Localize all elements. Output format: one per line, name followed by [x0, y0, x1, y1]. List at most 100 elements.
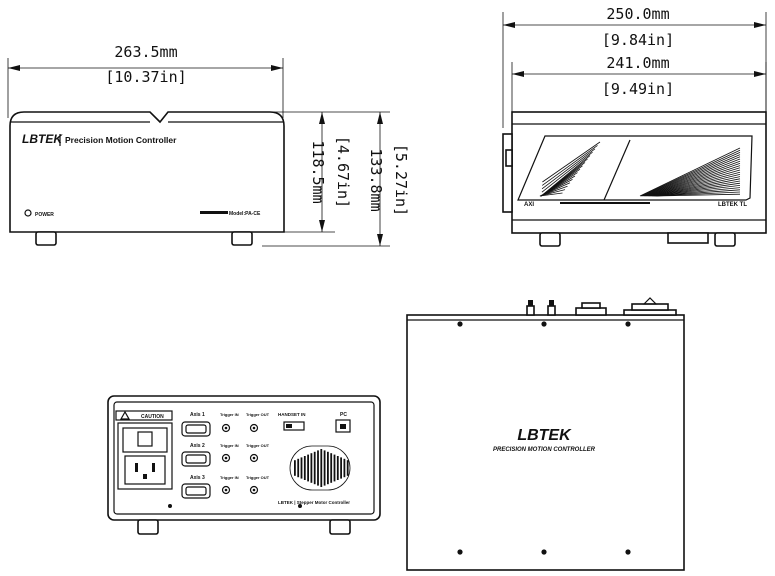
- trigger-out-3: Trigger OUT: [246, 475, 270, 480]
- trigger-out-2: Trigger OUT: [246, 443, 270, 448]
- trigger-jacks: [221, 423, 259, 495]
- vent-slot: [540, 185, 568, 197]
- vent-slot: [640, 149, 741, 197]
- screw: [457, 549, 463, 555]
- vent-slot: [541, 145, 598, 186]
- fan-slot: [313, 451, 316, 485]
- top-brand: LBTEK: [517, 427, 572, 444]
- vent-slot: [641, 152, 741, 197]
- handset-label: HANDSET IN: [278, 412, 306, 417]
- vent-slot: [643, 156, 741, 197]
- axis2-label: Axis 2: [190, 443, 205, 449]
- side-mark-right: LBTEK TL: [718, 202, 747, 208]
- side-view: 250.0mm [9.84in] 241.0mm [9.49in] AXI LB…: [502, 5, 767, 247]
- trigger-jack: [249, 423, 259, 433]
- vent-slot: [647, 167, 741, 197]
- top-housing: [406, 314, 685, 571]
- vent-slot: [651, 180, 741, 197]
- top-screws: [457, 321, 631, 555]
- screw: [457, 321, 463, 327]
- front-product: Precision Motion Controller: [65, 135, 177, 145]
- front-brand: LBTEK: [22, 132, 63, 146]
- fan-slot: [343, 458, 346, 478]
- fan-outline: [289, 445, 351, 491]
- screw: [625, 321, 631, 327]
- trigger-jack-pin: [252, 456, 256, 460]
- trigger-jack: [249, 485, 259, 495]
- fan-slot: [294, 460, 296, 476]
- vent-slot: [539, 189, 566, 197]
- side-depth-mm: 250.0mm: [606, 5, 669, 23]
- vent-slot: [651, 178, 741, 197]
- trigger-in-3: Trigger IN: [220, 475, 239, 480]
- vent-slot: [644, 160, 741, 197]
- fan-slot: [340, 457, 342, 479]
- vent-slot: [642, 154, 741, 197]
- fan-slot: [307, 454, 309, 482]
- trigger-jack-pin: [224, 456, 228, 460]
- front-width-mm: 263.5mm: [114, 43, 177, 61]
- vent-slot: [656, 193, 741, 197]
- fan-slot: [303, 456, 306, 480]
- fan-slot: [333, 454, 336, 482]
- side-mark-left: AXI: [524, 202, 534, 208]
- trigger-jack-pin: [252, 426, 256, 430]
- top-view: LBTEK PRECISION MOTION CONTROLLER: [406, 297, 685, 571]
- caution-label: CAUTION: [141, 414, 164, 420]
- fan-slot: [297, 458, 300, 478]
- side-vent-slots: [539, 141, 741, 197]
- fan-slot: [323, 450, 326, 486]
- screw: [541, 321, 547, 327]
- trigger-in-1: Trigger IN: [220, 412, 239, 417]
- fan-slot: [300, 457, 303, 479]
- model-label: Model:PA-CE: [229, 211, 261, 217]
- fan-slot: [346, 460, 349, 476]
- fan-slot: [320, 449, 323, 487]
- axis1-label: Axis 1: [190, 412, 205, 418]
- trigger-jack: [249, 453, 259, 463]
- front-height-mm: 118.5mm: [309, 140, 327, 203]
- vent-slot: [647, 169, 741, 197]
- front-housing: [9, 111, 285, 233]
- rear-housing: [107, 395, 381, 521]
- fan-grille: [289, 445, 351, 491]
- rear-view: CAUTION Axis 1 Axis 2 Axis 3 Trigger IN …: [107, 395, 381, 535]
- fan-slot: [330, 453, 333, 483]
- vent-slot: [541, 151, 593, 193]
- trigger-jack: [221, 423, 231, 433]
- vent-slot: [542, 141, 601, 183]
- axis3-label: Axis 3: [190, 475, 205, 481]
- trigger-jack-pin: [224, 426, 228, 430]
- vent-slot: [539, 192, 563, 197]
- side-housing: [511, 111, 767, 234]
- vent-slot: [653, 185, 741, 197]
- vent-slot: [650, 176, 741, 197]
- trigger-jack-pin: [252, 488, 256, 492]
- vent-slot: [646, 165, 741, 197]
- trigger-out-1: Trigger OUT: [246, 412, 270, 417]
- power-led: [24, 209, 32, 217]
- fan-slot: [336, 456, 339, 480]
- trigger-in-2: Trigger IN: [220, 443, 239, 448]
- vent-slot: [643, 158, 741, 197]
- vent-slot: [652, 182, 741, 197]
- trigger-jack: [221, 485, 231, 495]
- front-height2-mm: 133.8mm: [367, 148, 385, 211]
- front-height-in: [4.67in]: [334, 136, 352, 208]
- screw: [625, 549, 631, 555]
- top-product: PRECISION MOTION CONTROLLER: [493, 447, 596, 453]
- front-view: 263.5mm [10.37in] LBTEK Precision Motion…: [7, 43, 410, 247]
- trigger-jack-pin: [224, 488, 228, 492]
- fan-slot: [327, 451, 329, 485]
- vent-slot: [639, 147, 741, 197]
- side-depth2-mm: 241.0mm: [606, 54, 669, 72]
- pc-label: PC: [340, 412, 347, 418]
- screw: [541, 549, 547, 555]
- vent-slot: [648, 171, 741, 197]
- fan-slot: [317, 450, 319, 486]
- front-height2-in: [5.27in]: [392, 144, 410, 216]
- vent-slot: [541, 148, 596, 190]
- vent-slot: [654, 187, 741, 197]
- vent-slot: [645, 163, 741, 197]
- side-depth-in: [9.84in]: [602, 31, 674, 49]
